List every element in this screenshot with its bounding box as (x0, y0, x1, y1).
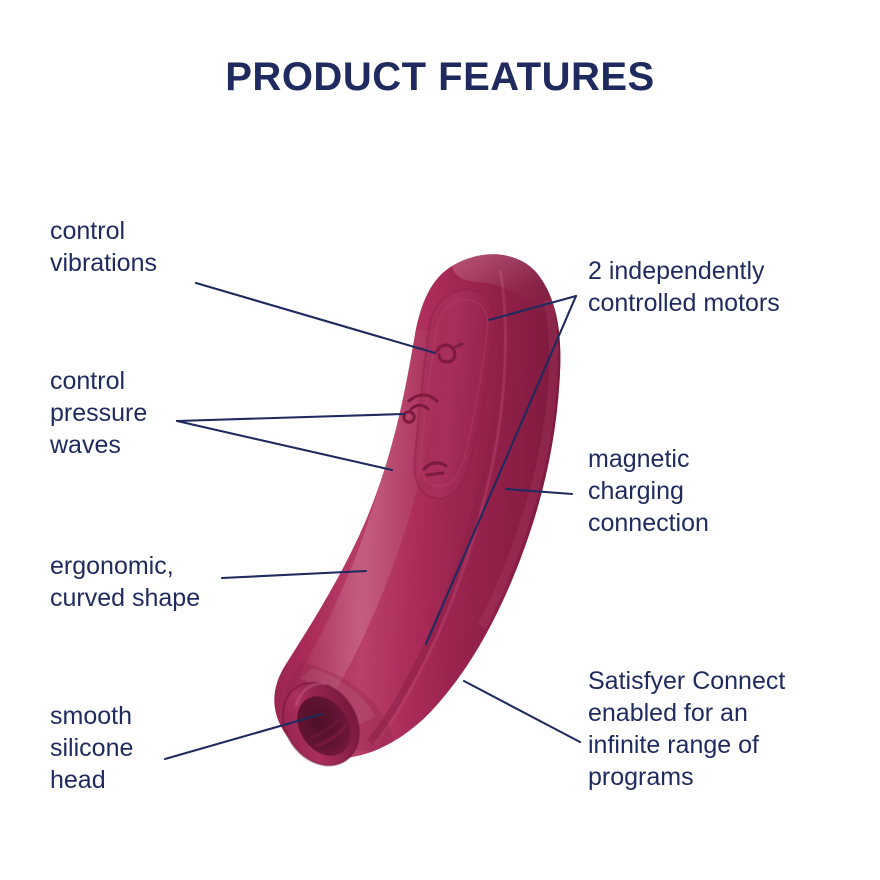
control-panel (413, 288, 496, 500)
callout-control-vibrations: control vibrations (50, 217, 157, 277)
silicone-head (281, 681, 361, 767)
leader-control-vibrations (194, 281, 437, 355)
leader-magnetic-charging (504, 487, 574, 496)
callout-magnetic-charging: magnetic charging connection (588, 445, 709, 537)
leader-satisfyer-connect (462, 679, 582, 744)
callout-ergonomic-curved-shape: ergonomic, curved shape (50, 552, 201, 612)
leader-lines (163, 281, 582, 761)
leader-motors-upper (487, 294, 578, 322)
callout-satisfyer-connect: Satisfyer Connect enabled for an infinit… (588, 667, 786, 791)
leader-motors-lower (424, 294, 578, 646)
page-title: PRODUCT FEATURES (225, 55, 655, 99)
callout-independent-motors: 2 independently controlled motors (588, 257, 780, 317)
product-body (274, 254, 561, 767)
wave-signal-icon (402, 393, 439, 424)
callout-control-pressure-waves: control pressure waves (50, 367, 148, 459)
callout-smooth-silicone-head: smooth silicone head (50, 702, 134, 794)
minus-arc-icon (422, 461, 448, 477)
plus-arc-icon (435, 342, 464, 364)
